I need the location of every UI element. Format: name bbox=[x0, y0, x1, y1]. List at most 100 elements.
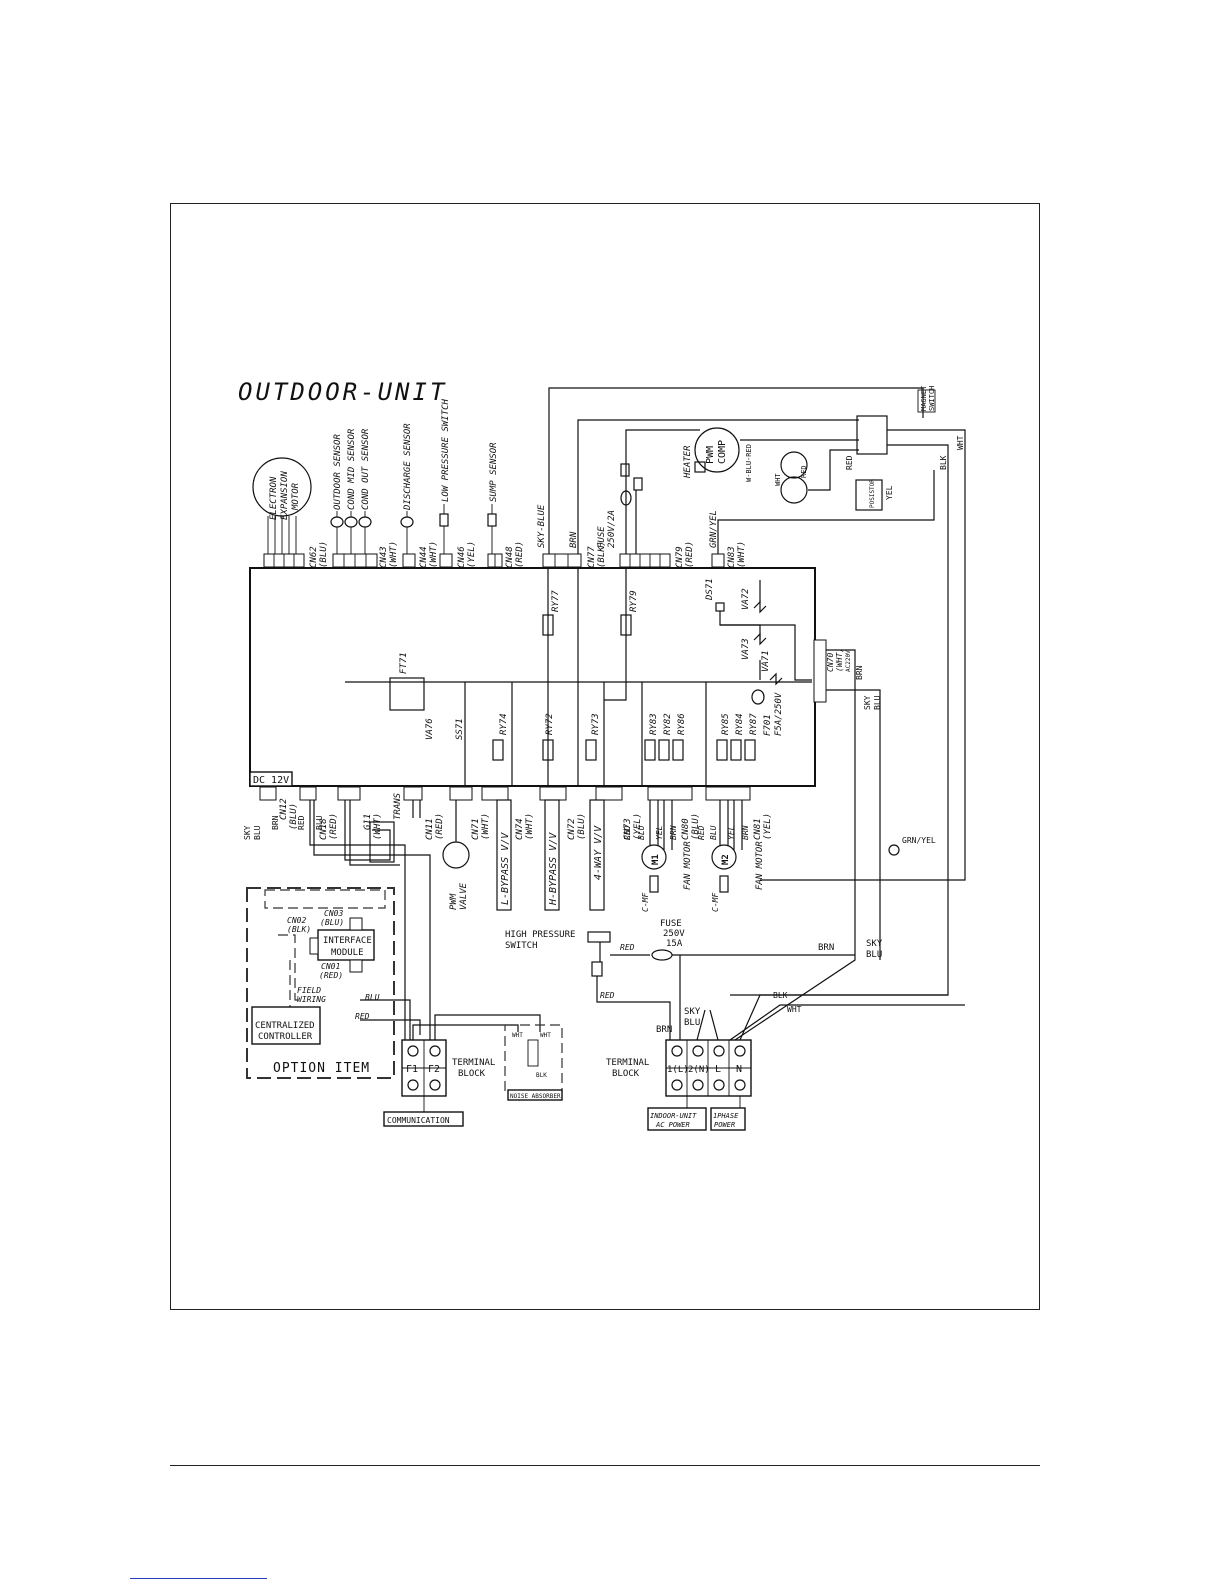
sensor-thermistors bbox=[330, 513, 497, 528]
ry86-label: RY86 bbox=[677, 713, 687, 735]
sky-label-left: SKY bbox=[243, 825, 252, 840]
hps-red-bottom: RED bbox=[600, 991, 615, 1000]
four-way-label: 4-WAY V/V bbox=[593, 825, 604, 880]
bypass-valves bbox=[496, 799, 605, 911]
communication-caption: COMMUNICATION bbox=[387, 1116, 450, 1125]
footer-rule bbox=[170, 1465, 1040, 1466]
cn73-label: CN73 bbox=[623, 818, 633, 840]
one-phase-caption-1: 1PHASE bbox=[713, 1112, 739, 1120]
fuse-label-1: FUSE bbox=[660, 919, 682, 929]
fan2-blu: BLU bbox=[709, 825, 718, 840]
blu-label-left-2: BLU bbox=[315, 815, 324, 830]
sky-label-cn70: SKY bbox=[863, 695, 872, 710]
blk-label-ms: BLK bbox=[939, 455, 948, 470]
g11-label: G11 bbox=[363, 814, 373, 830]
c-mf-2 bbox=[719, 875, 729, 893]
option-item-box bbox=[246, 887, 395, 1079]
sump-sensor-label: SUMP SENSOR bbox=[489, 442, 499, 502]
cn01-label: CN01 bbox=[321, 962, 340, 971]
interface-module-label-1: INTERFACE bbox=[323, 936, 372, 946]
m1-label: M1 bbox=[651, 854, 661, 865]
cn48-color: (RED) bbox=[515, 541, 525, 568]
hps-label-2: SWITCH bbox=[505, 941, 538, 951]
red-label-cap: RED bbox=[800, 465, 808, 478]
cn71-label: CN71 bbox=[471, 818, 481, 840]
terminal-1l: 1(L) bbox=[667, 1065, 689, 1075]
va76-label: VA76 bbox=[425, 718, 435, 740]
ry79-relay bbox=[620, 614, 632, 636]
cn02-color: (BLK) bbox=[287, 925, 311, 934]
cn46-color: (YEL) bbox=[467, 541, 477, 568]
ac220v-label: AC220V bbox=[845, 650, 852, 672]
fan1-blu: BLU bbox=[637, 825, 646, 840]
magnet-switch-label-1: MAGNET bbox=[920, 385, 928, 411]
red-label-left: RED bbox=[297, 815, 306, 830]
top-pin-dividers bbox=[273, 554, 661, 567]
posistor-label: POSISTOR bbox=[869, 479, 876, 508]
cn43-color: (WHT) bbox=[389, 541, 399, 568]
cn79-color: (RED) bbox=[685, 541, 695, 568]
pwm-valve-label-2: VALVE bbox=[459, 882, 469, 910]
interface-module-label-2: MODULE bbox=[331, 948, 364, 958]
cn46-label: CN46 bbox=[457, 546, 467, 568]
top-connector-pins bbox=[263, 553, 725, 568]
g11-color: (WHT) bbox=[373, 813, 383, 840]
brn-term-label: BRN bbox=[656, 1025, 672, 1035]
cn62-label: CN62 bbox=[309, 546, 319, 568]
eev-label-3: MOTOR bbox=[291, 482, 301, 511]
fan2-brn: BRN bbox=[741, 825, 750, 840]
fan-motor-1-label: FAN MOTOR bbox=[683, 841, 693, 890]
cn12-color: (BLU) bbox=[289, 803, 299, 830]
noise-blk: BLK bbox=[536, 1072, 547, 1079]
dc12v-box bbox=[249, 771, 293, 787]
cn74-color: (WHT) bbox=[525, 813, 535, 840]
sky-term-label: SKY bbox=[684, 1007, 701, 1017]
brn-label-top: BRN bbox=[569, 531, 579, 548]
footer-link-underline[interactable] bbox=[130, 1578, 267, 1579]
cn70-color: (WHT) bbox=[835, 648, 844, 672]
blu-label-cn70: BLU bbox=[873, 695, 882, 710]
field-wiring-label-2: WIRING bbox=[297, 995, 326, 1004]
run-capacitor-top bbox=[780, 451, 808, 479]
cn44-label: CN44 bbox=[419, 546, 429, 568]
indoor-ac-caption-2: AC POWER bbox=[655, 1121, 690, 1129]
cn74-label: CN74 bbox=[515, 818, 525, 840]
cn77-label: CN77 bbox=[587, 546, 597, 568]
cn43-label: CN43 bbox=[379, 546, 389, 568]
noise-wht-left: WHT bbox=[512, 1032, 523, 1039]
ft71-filter bbox=[389, 677, 425, 711]
w-blu-red-label: W-BLU-RED bbox=[745, 444, 753, 482]
terminal-f1: F1 bbox=[406, 1064, 418, 1075]
cond-mid-sensor-label: COND MID SENSOR bbox=[347, 428, 357, 510]
f701-rating: F5A/250V bbox=[774, 692, 784, 736]
fan2-red: RED bbox=[697, 825, 706, 840]
cn03-label: CN03 bbox=[324, 909, 343, 918]
c-mf-2-label: C-MF bbox=[711, 893, 720, 912]
f701-fuse bbox=[751, 689, 765, 705]
main-fuse bbox=[651, 949, 673, 961]
cn81-label: CN81 bbox=[753, 818, 763, 840]
indoor-ac-caption-1: INDOOR-UNIT bbox=[650, 1112, 697, 1120]
cn70-label: CN70 bbox=[826, 653, 835, 672]
cn73-color: (YEL) bbox=[633, 813, 643, 840]
va71-label: VA71 bbox=[761, 650, 771, 672]
centralized-controller bbox=[251, 1006, 321, 1045]
field-wiring-label-1: FIELD bbox=[297, 986, 321, 995]
cn77-color: (BLK) bbox=[597, 541, 607, 568]
cn80-color: (BLU) bbox=[691, 813, 701, 840]
brn-wire-label: BRN bbox=[818, 943, 834, 953]
main-pcb-board bbox=[249, 567, 816, 787]
hps-label-1: HIGH PRESSURE bbox=[505, 930, 575, 940]
high-pressure-switch bbox=[587, 931, 611, 943]
discharge-sensor-label: DISCHARGE SENSOR bbox=[403, 423, 413, 511]
cn11-label: CN11 bbox=[425, 818, 435, 840]
board-relays bbox=[492, 739, 756, 761]
fan1-brn: BRN bbox=[669, 825, 678, 840]
pwm-comp-label-2: COMP bbox=[717, 440, 728, 464]
ft71-label: FT71 bbox=[399, 652, 409, 674]
magnet-switch bbox=[856, 415, 888, 455]
fan-motor-m1 bbox=[641, 844, 667, 870]
pwm-comp-label-1: PWM bbox=[705, 446, 716, 464]
wht-label-ms: WHT bbox=[956, 435, 965, 450]
